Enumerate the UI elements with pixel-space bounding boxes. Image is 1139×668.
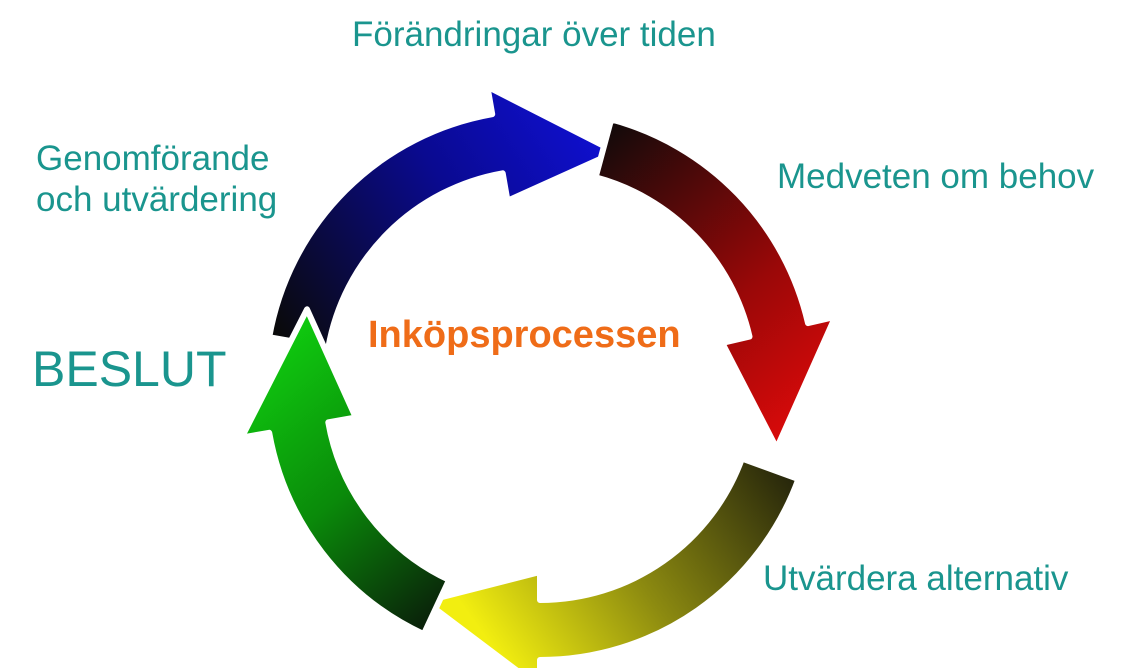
arrow-yellow-evaluate xyxy=(422,455,802,668)
arrow-green-decision xyxy=(238,306,453,638)
stage-label-implementation: Genomförande och utvärdering xyxy=(36,138,277,221)
stage-label-decision: BESLUT xyxy=(32,341,227,397)
center-title: Inköpsprocessen xyxy=(368,314,681,356)
stage-label-implementation-line2: och utvärdering xyxy=(36,180,278,220)
stage-label-implementation-line1: Genomförande xyxy=(36,139,270,178)
stage-label-changes-over-time: Förändringar över tiden xyxy=(352,15,716,54)
stage-label-need-awareness: Medveten om behov xyxy=(777,157,1095,196)
arrows-group xyxy=(238,83,839,668)
arrow-red-need xyxy=(592,116,839,452)
arrow-blue-changes xyxy=(266,83,619,351)
stage-label-evaluate-alternatives: Utvärdera alternativ xyxy=(763,559,1069,598)
